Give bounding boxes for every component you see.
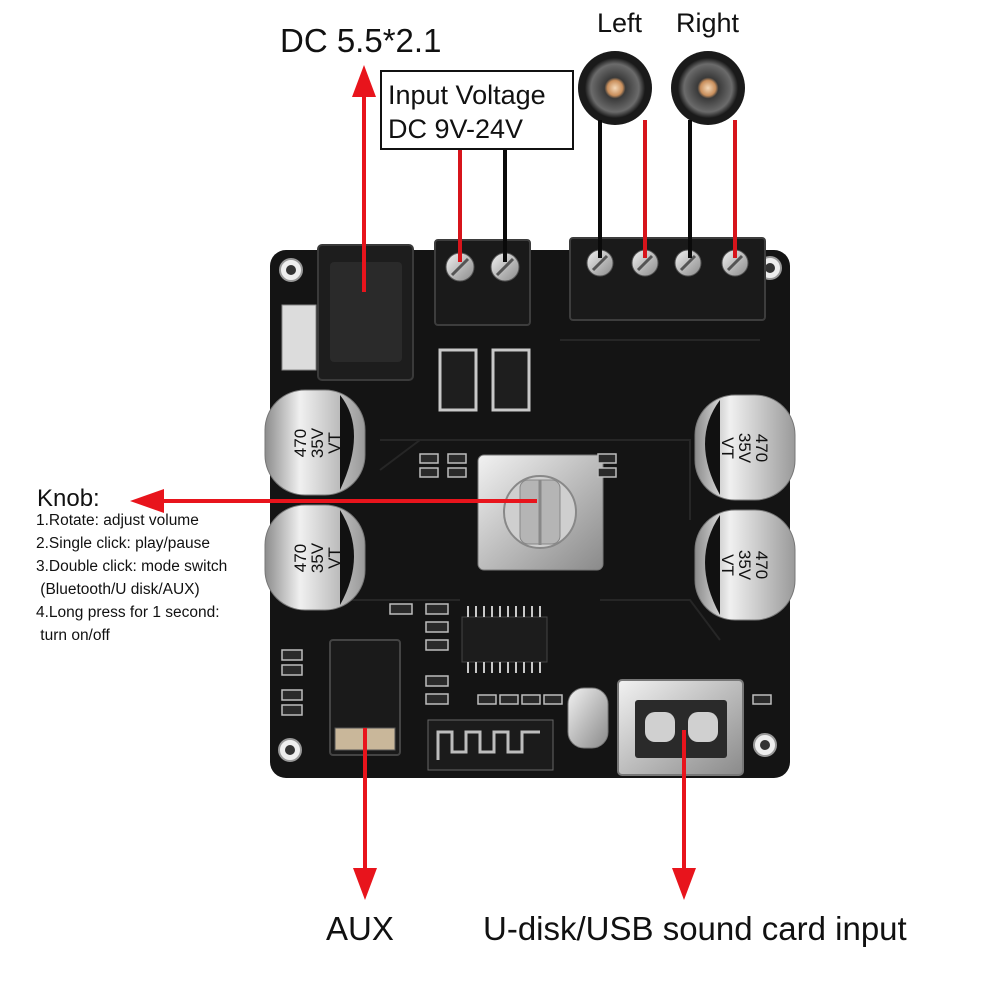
pcb-traces [300,339,760,641]
knob-note-2: 2.Single click: play/pause [36,535,211,552]
rotary-encoder [477,454,604,571]
knob-notes: 1.Rotate: adjust volume 2.Single click: … [36,509,276,647]
cap-tr-voltage: 35V [735,432,754,464]
knob-note-4: (Bluetooth/U disk/AUX) [36,581,200,598]
cap-tl-value: 470 [291,428,310,458]
cap-tr-value: 470 [752,433,771,463]
crystal [567,687,609,749]
cap-tr-series: VT [718,437,737,459]
aux-label: AUX [326,910,394,947]
cap-bl-voltage: 35V [308,542,327,574]
power-terminal [434,239,531,326]
input-voltage-line2: DC 9V-24V [388,114,524,144]
cap-label-tl: 470 35V VT [291,403,344,483]
capacitor-bl [264,504,366,611]
capacitor-br [694,509,796,621]
speaker-left-icon [578,51,652,125]
knob-note-1: 1.Rotate: adjust volume [36,512,199,529]
bluetooth-module [427,719,554,771]
capacitor-tl [264,389,366,496]
input-voltage-box: Input Voltage DC 9V-24V [380,70,574,150]
knob-note-5: 4.Long press for 1 second: [36,604,220,621]
speaker-right-icon [671,51,745,125]
smd-components [281,453,772,716]
usb-input-label: U-disk/USB sound card input [483,910,907,947]
cap-bl-series: VT [325,547,344,569]
right-speaker-label: Right [676,8,740,38]
dc-jack-label: DC 5.5*2.1 [280,22,442,59]
smd-diodes [438,348,531,412]
power-wires [458,150,507,262]
cap-br-series: VT [718,554,737,576]
cap-br-value: 470 [752,550,771,580]
cap-bl-value: 470 [291,543,310,573]
cap-br-voltage: 35V [735,549,754,581]
dc-jack [281,244,414,381]
knob-note-6: turn on/off [36,627,110,644]
ic-chip [461,606,548,673]
input-voltage-line1: Input Voltage [388,80,546,110]
arrows [130,65,696,900]
left-speaker-label: Left [597,8,643,38]
speaker-wires [598,120,737,258]
cap-tl-series: VT [325,432,344,454]
capacitor-tr [694,394,796,501]
cap-label-bl: 470 35V VT [291,518,344,598]
cap-label-br: 470 35V VT [718,525,771,605]
cap-label-tr: 470 35V VT [718,408,771,488]
usb-port [617,679,744,776]
knob-title: Knob: [37,485,100,512]
cap-tl-voltage: 35V [308,427,327,459]
speaker-terminal [569,237,766,321]
knob-note-3: 3.Double click: mode switch [36,558,228,575]
